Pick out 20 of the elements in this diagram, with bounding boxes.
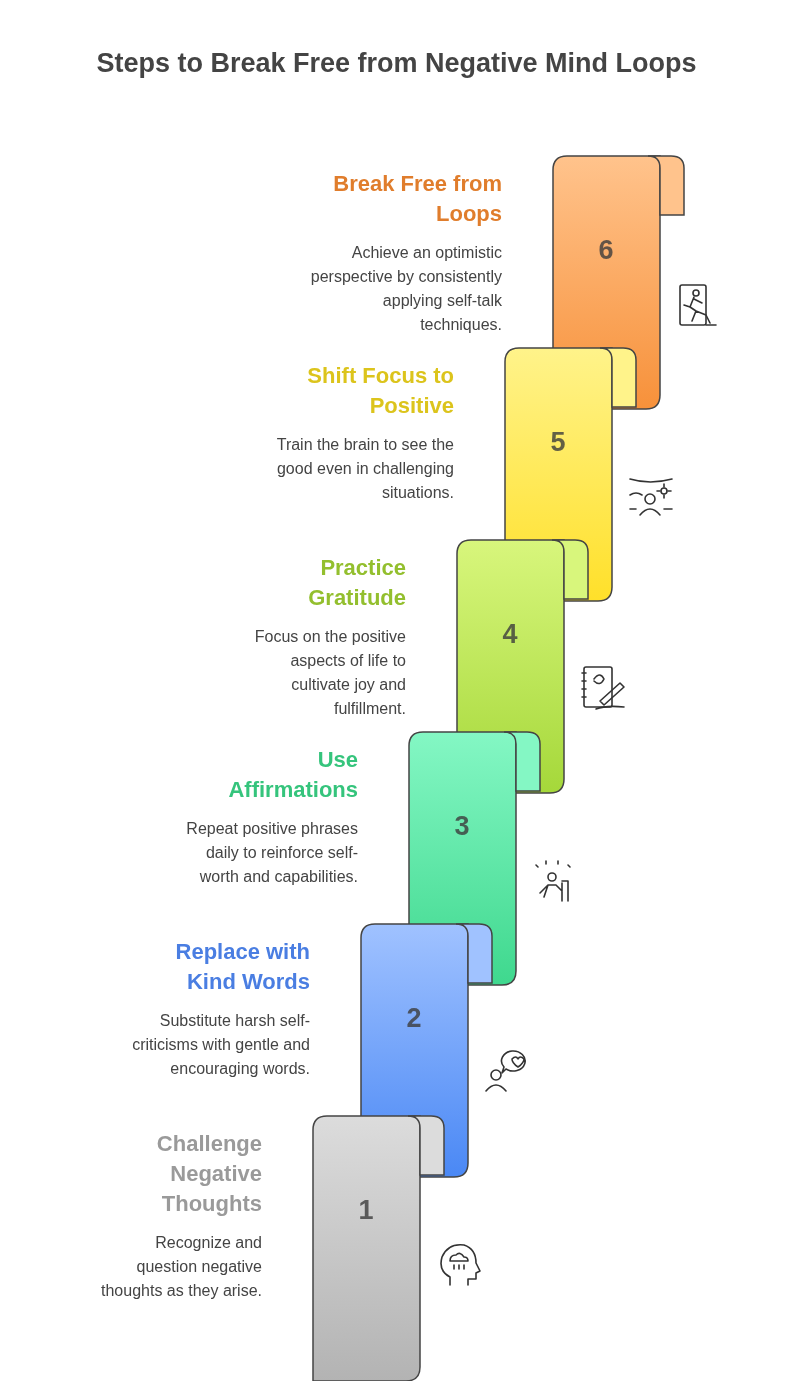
- step-description: Train the brain to see the good even in challenging situations.: [275, 435, 454, 503]
- step-number: 2: [405, 1003, 423, 1034]
- step-number: 1: [357, 1195, 375, 1226]
- step-description: Repeat positive phrases daily to reinforce self-worth and capabilities.: [185, 819, 358, 887]
- step-description: Recognize and question negative thoughts as they arise.: [100, 1233, 262, 1301]
- step-heading: Practice Gratitude: [307, 554, 406, 612]
- scroll-step: [312, 1115, 446, 1381]
- step-number: 4: [501, 619, 519, 650]
- step-heading: Replace with Kind Words: [174, 938, 310, 996]
- step-number: 5: [549, 427, 567, 458]
- step-number: 6: [597, 235, 615, 266]
- step-number: 3: [453, 811, 471, 842]
- step-description: Focus on the positive aspects of life to cultivate joy and fulfillment.: [253, 627, 406, 719]
- step-description: Achieve an optimistic perspective by consistently applying self-talk techniques.: [309, 243, 502, 335]
- step-heading: Use Affirmations: [227, 746, 358, 804]
- step-heading: Break Free from Loops: [332, 170, 502, 228]
- title: Steps to Break Free from Negative Mind Loops: [95, 48, 698, 79]
- step-heading: Challenge Negative Thoughts: [155, 1130, 262, 1218]
- step-description: Substitute harsh self-criticisms with gentle and encouraging words.: [131, 1011, 310, 1079]
- step-heading: Shift Focus to Positive: [306, 362, 454, 420]
